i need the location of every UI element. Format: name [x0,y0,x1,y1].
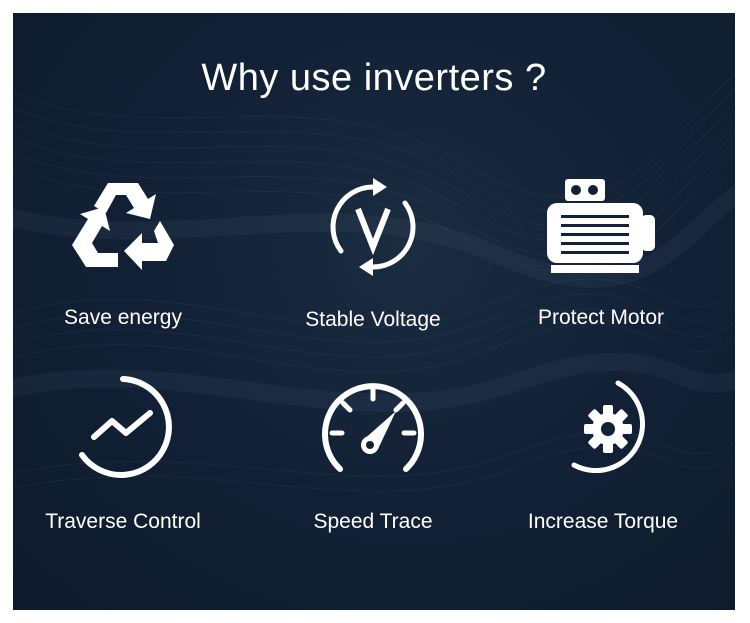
feature-label: Stable Voltage [305,308,441,331]
feature-label: Save energy [64,306,182,329]
recycle-icon [72,183,174,270]
speedometer-icon [322,383,424,472]
feature-label: Traverse Control [45,510,201,533]
motor-icon [547,179,655,273]
gear-icon [571,380,646,474]
feature-label: Increase Torque [527,510,679,533]
traverse-control-icon [79,376,172,478]
wave-background [13,72,735,492]
voltage-cycle-icon [330,178,416,276]
feature-label: Protect Motor [537,306,665,329]
feature-label: Speed Trace [313,510,433,533]
banner-panel: Why use inverters ? Save energy [13,13,735,610]
page-title: Why use inverters ? [201,57,547,99]
